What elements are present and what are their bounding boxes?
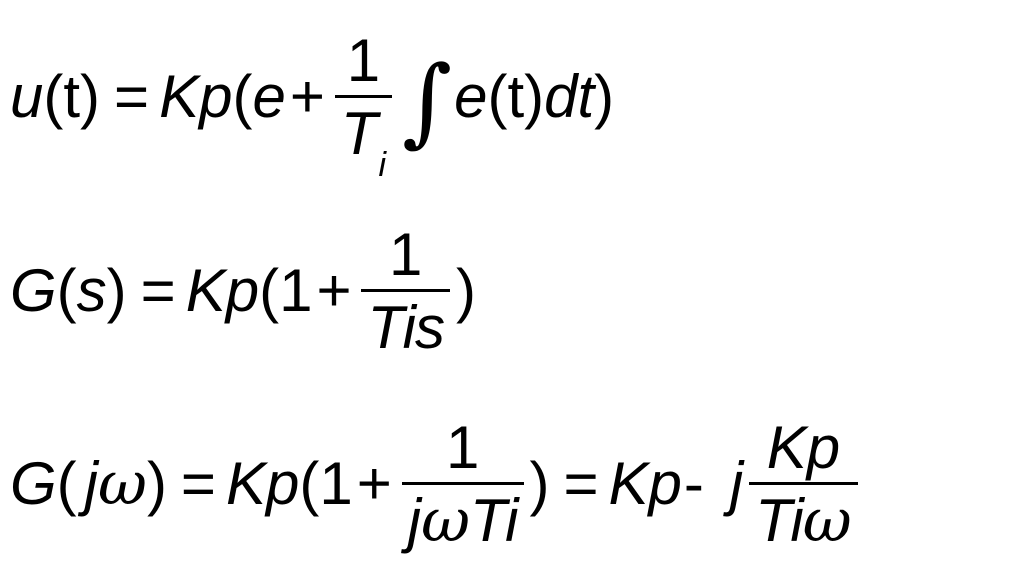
fraction-one-over-tis: 1 Tis [361,220,450,361]
formula-pi-transfer-function: G ( s ) = Kp ( 1 + 1 Tis ) [10,210,476,372]
var-ti: Ti [755,486,803,554]
open-paren: ( [232,63,253,130]
gain-kp-2: Kp [608,450,682,517]
fraction-numerator: 1 [346,26,381,94]
equals-sign: = [140,257,176,324]
fraction-denominator: Tis [367,293,444,361]
formula-pi-frequency-response: G ( j ω ) = Kp ( 1 + 1 jωTi ) = Kp - j K… [10,398,858,570]
open-paren: ( [259,257,280,324]
gain-kp: Kp [225,450,300,517]
var-G: G [10,257,57,324]
plus-sign: + [356,450,392,517]
plus-sign: + [289,63,325,130]
var-s: s [76,257,107,324]
equals-sign: = [114,63,150,130]
fraction-denominator: Tiω [749,485,857,551]
constant-one: 1 [279,257,313,324]
open-paren: ( [56,257,77,324]
var-omega: ω [802,485,852,556]
gain-kp: Kp [159,63,233,130]
fraction-one-over-ti: 1 Ti [334,26,393,182]
differential-d: d [544,63,578,130]
var-j: j [407,486,422,554]
fraction-one-over-jwti: 1 jωTi [401,413,524,551]
constant-one: 1 [319,450,353,517]
open-paren: ( [299,450,320,517]
fraction-bar [401,481,524,485]
close-paren: ) [529,450,550,517]
fraction-bar [361,288,450,292]
fraction-numerator: 1 [389,220,423,288]
formula-pid-time-domain: u (t) = Kp ( e + 1 Ti ∫ e (t) d t ) [10,8,614,186]
fraction-bar [334,94,393,98]
fraction-denominator: jωTi [402,485,524,551]
close-paren: ) [594,63,615,130]
minus-sign: - [683,450,704,517]
var-omega: ω [98,449,147,519]
plus-sign: + [316,257,352,324]
var-G: G [10,450,57,517]
integrand-e: e [454,63,488,130]
var-T: T [340,99,378,167]
var-ti: Ti [470,486,518,554]
fraction-bar [749,481,858,485]
var-u: u [10,63,44,130]
close-paren: ) [146,450,167,517]
open-paren: ( [56,450,77,517]
imaginary-j: j [729,450,744,517]
close-paren: ) [106,257,127,324]
close-paren: ) [455,257,476,324]
subscript-i: i [378,145,387,184]
fraction-kp-over-tiw: Kp Tiω [749,413,858,551]
arg-t: (t) [43,63,101,130]
var-e: e [252,63,286,130]
gain-kp: Kp [185,257,260,324]
fraction-denominator: Ti [335,98,392,182]
integrand-arg: (t) [487,63,545,130]
equals-sign-2: = [563,450,599,517]
var-omega: ω [421,485,471,556]
integral-sign: ∫ [402,45,453,157]
differential-t: t [577,63,595,130]
fraction-numerator: Kp [766,413,841,481]
fraction-numerator: 1 [445,413,480,481]
var-j: j [84,450,98,517]
equals-sign: = [180,450,216,517]
